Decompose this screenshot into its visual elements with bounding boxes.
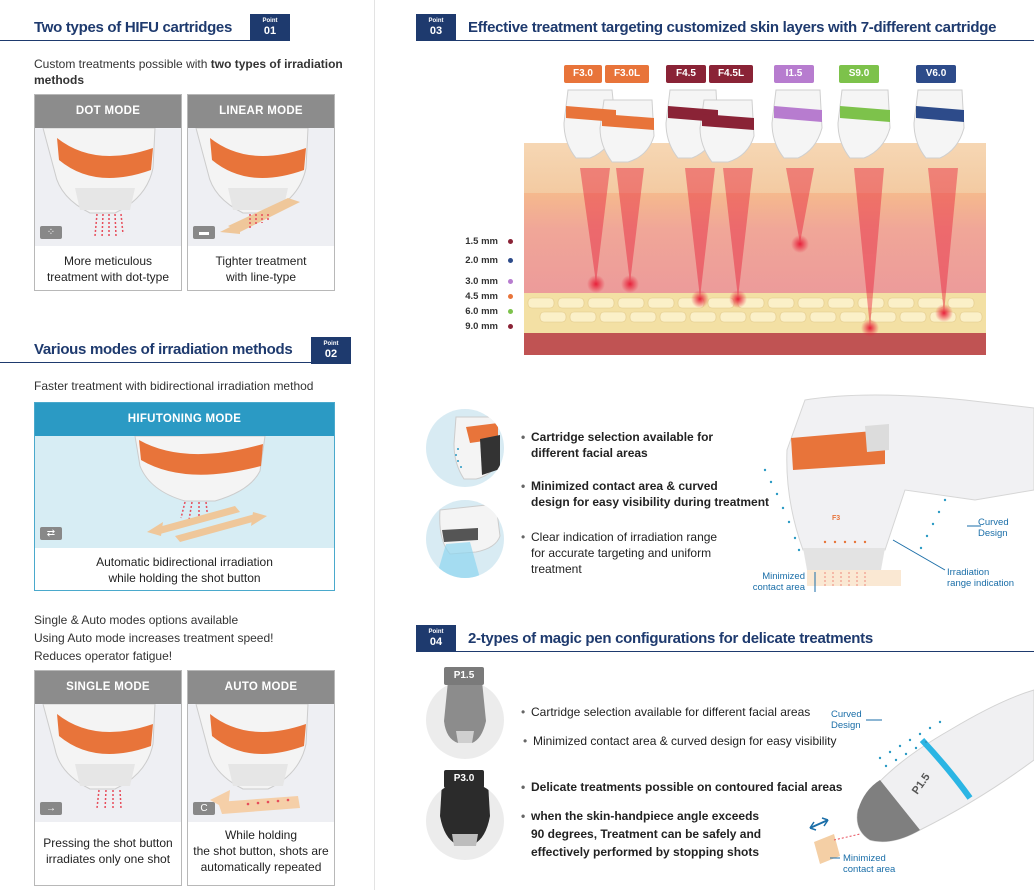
section4-title: 2-types of magic pen configurations for …	[468, 630, 873, 647]
dot-mode-illustration: ⁘	[35, 128, 181, 246]
section3-rule	[416, 40, 1034, 41]
depth-label-2.0mm: 2.0 mm	[465, 255, 498, 266]
hifutoning-mode-header: HIFUTONING MODE	[35, 403, 334, 436]
depth-dot-3.0mm	[508, 279, 513, 284]
auto-mode-illustration: C	[188, 704, 334, 822]
dot-mode-header: DOT MODE	[35, 95, 181, 128]
cartridge-label-i1.5: I1.5	[774, 65, 814, 83]
section2-title: Various modes of irradiation methods	[34, 341, 293, 358]
skin-layer-diagram	[524, 89, 986, 355]
depth-label-6.0mm: 6.0 mm	[465, 306, 498, 317]
section4-bullet-1: Cartridge selection available for differ…	[521, 704, 810, 720]
pen-label-p3.0: P3.0	[444, 770, 484, 788]
depth-dot-9.0mm	[508, 324, 513, 329]
section4-bullet-4: when the skin-handpiece angle exceeds90 …	[521, 807, 761, 861]
section3-title: Effective treatment targeting customized…	[468, 19, 997, 36]
depth-dot-2.0mm	[508, 258, 513, 263]
section1-rule	[0, 40, 290, 41]
column-divider	[374, 0, 375, 890]
section4-rule	[416, 651, 1034, 652]
modes-description: Single & Auto modes options available Us…	[34, 613, 274, 663]
single-mode-illustration: →	[35, 704, 181, 822]
cartridge-label-s9.0: S9.0	[839, 65, 879, 83]
cartridge-label-v6.0: V6.0	[916, 65, 956, 83]
depth-dot-6.0mm	[508, 309, 513, 314]
pen-label-p1.5: P1.5	[444, 667, 484, 685]
line-pattern-icon: ▬	[193, 226, 215, 239]
dot-pattern-icon: ⁘	[40, 226, 62, 239]
repeat-icon: C	[193, 802, 215, 815]
cartridge-label-f3.0l: F3.0L	[605, 65, 649, 83]
section4-bullet-3: Delicate treatments possible on contoure…	[521, 779, 842, 795]
cartridge-label-f4.5l: F4.5L	[709, 65, 753, 83]
section1-desc: Custom treatments possible with two type…	[34, 57, 343, 87]
section2-desc: Faster treatment with bidirectional irra…	[34, 379, 314, 393]
depth-label-9.0mm: 9.0 mm	[465, 321, 498, 332]
depth-label-4.5mm: 4.5 mm	[465, 291, 498, 302]
pen-p1.5-circle	[426, 681, 504, 759]
section4-bullet-2: Minimized contact area & curved design f…	[523, 733, 836, 749]
auto-mode-header: AUTO MODE	[188, 671, 334, 704]
cartridge-label-f4.5: F4.5	[666, 65, 706, 83]
handpiece-closeup-2	[426, 500, 504, 578]
section3-bullet-1: Cartridge selection available fordiffere…	[521, 429, 713, 461]
magic-pen-illustration	[809, 689, 1034, 864]
handpiece-closeup-1	[426, 409, 504, 487]
section3-bullet-3: Clear indication of irradiation rangefor…	[521, 529, 717, 577]
section1-title: Two types of HIFU cartridges	[34, 19, 233, 36]
linear-mode-header: LINEAR MODE	[188, 95, 334, 128]
section2-rule	[0, 362, 350, 363]
depth-dot-1.5mm	[508, 239, 513, 244]
hifutoning-illustration: ⇄	[35, 436, 334, 548]
handpiece-illustration	[763, 394, 1034, 592]
single-arrow-icon: →	[40, 802, 62, 815]
pen-p3.0-circle	[426, 782, 504, 860]
hifutoning-mode-card: HIFUTONING MODE ⇄ Automatic bidirectiona…	[34, 402, 335, 591]
depth-dot-4.5mm	[508, 294, 513, 299]
f3-tip-label: F3	[832, 515, 841, 522]
single-mode-header: SINGLE MODE	[35, 671, 181, 704]
depth-label-3.0mm: 3.0 mm	[465, 276, 498, 287]
depth-label-1.5mm: 1.5 mm	[465, 236, 498, 247]
linear-mode-illustration: ▬	[188, 128, 334, 246]
cartridge-label-f3.0: F3.0	[564, 65, 602, 83]
bidirectional-icon: ⇄	[40, 527, 62, 540]
